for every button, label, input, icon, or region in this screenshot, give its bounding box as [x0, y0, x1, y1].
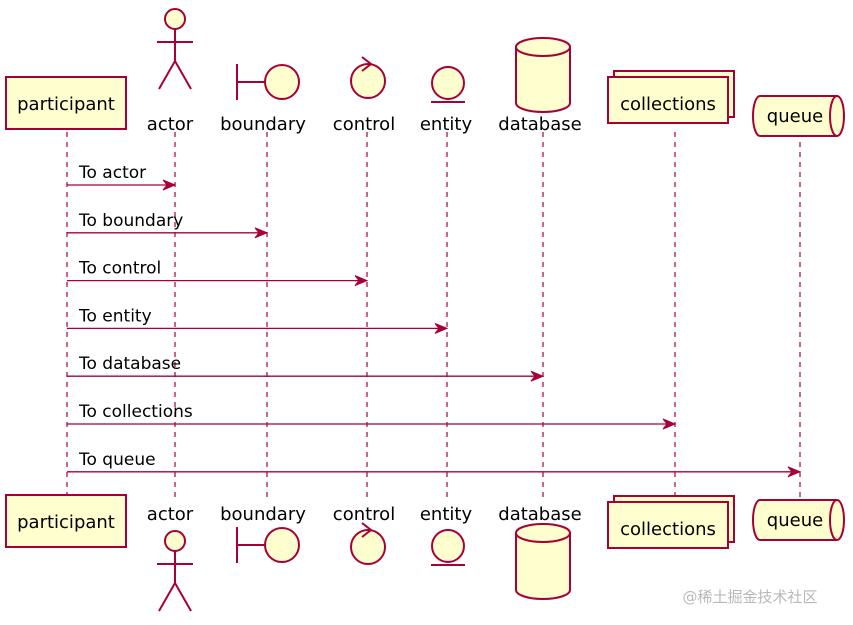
participant-entity-bottom[interactable]: entity	[420, 504, 473, 566]
participant-queue-top[interactable]: queue	[752, 95, 845, 137]
message-label: To entity	[78, 306, 152, 326]
message-queue: To queue	[67, 450, 802, 478]
participant-database-top[interactable]: database	[498, 37, 582, 135]
collections-icon	[607, 495, 735, 549]
message-label: To collections	[78, 402, 193, 422]
participant-collections-top[interactable]: collections	[607, 70, 735, 124]
participant-heads-bottom: participant actor boundary control entity dat…	[5, 494, 845, 612]
message-label: To queue	[78, 450, 156, 470]
message-collections: To collections	[67, 402, 677, 430]
database-label: database	[498, 114, 581, 135]
control-icon	[350, 56, 386, 99]
participant-collections-bottom[interactable]: collections	[607, 495, 735, 549]
database-icon	[515, 523, 571, 600]
actor-label: actor	[147, 114, 194, 135]
participant-heads-top: participant actor boundary control entity dat…	[5, 8, 845, 137]
control-label: control	[333, 504, 395, 525]
database-icon	[515, 37, 571, 113]
queue-icon	[752, 499, 845, 541]
boundary-icon	[236, 527, 300, 563]
watermark-text: @稀土掘金技术社区	[682, 588, 817, 606]
message-control: To control	[67, 259, 369, 287]
actor-icon	[157, 530, 193, 612]
boundary-icon	[236, 64, 300, 100]
participant-control-top[interactable]: control	[333, 56, 395, 135]
participant-actor-top[interactable]: actor	[147, 8, 194, 135]
message-database: To database	[67, 354, 545, 382]
queue-icon	[752, 95, 845, 137]
message-arrow-head	[354, 275, 369, 287]
queue-label: queue	[767, 510, 823, 531]
control-label: control	[333, 114, 395, 135]
message-arrow-head	[162, 179, 177, 191]
collections-icon	[607, 70, 735, 124]
participant-box	[5, 494, 127, 548]
entity-label: entity	[420, 504, 473, 525]
message-entity: To entity	[67, 306, 449, 334]
participant-box	[5, 76, 127, 130]
actor-icon	[157, 8, 193, 90]
database-label: database	[498, 504, 581, 525]
message-label: To database	[78, 354, 181, 374]
control-icon	[350, 522, 386, 565]
participant-participant-bottom[interactable]: participant	[5, 494, 127, 548]
participant-control-bottom[interactable]: control	[333, 504, 395, 565]
actor-label: actor	[147, 504, 194, 525]
message-arrow-head	[787, 466, 802, 478]
message-arrow-head	[662, 418, 677, 430]
queue-label: queue	[767, 106, 823, 127]
entity-icon	[431, 66, 465, 103]
message-label: To actor	[78, 163, 146, 183]
participant-actor-bottom[interactable]: actor	[147, 504, 194, 612]
participant-label: participant	[17, 94, 115, 115]
message-boundary: To boundary	[67, 211, 269, 239]
message-arrow-head	[530, 370, 545, 382]
participant-queue-bottom[interactable]: queue	[752, 499, 845, 541]
entity-label: entity	[420, 114, 473, 135]
message-label: To boundary	[78, 211, 183, 231]
collections-label: collections	[620, 94, 716, 115]
lifelines	[66, 132, 801, 497]
message-label: To control	[78, 259, 161, 279]
boundary-label: boundary	[220, 504, 306, 525]
message-actor: To actor	[67, 163, 177, 191]
message-arrow-head	[254, 227, 269, 239]
messages: To actor To boundary To control To entityTo…	[67, 163, 802, 478]
participant-entity-top[interactable]: entity	[420, 66, 473, 135]
participant-participant-top[interactable]: participant	[5, 76, 127, 130]
participant-boundary-top[interactable]: boundary	[220, 64, 306, 135]
collections-label: collections	[620, 519, 716, 540]
participant-label: participant	[17, 512, 115, 533]
message-arrow-head	[434, 322, 449, 334]
boundary-label: boundary	[220, 114, 306, 135]
entity-icon	[431, 529, 465, 566]
participant-database-bottom[interactable]: database	[498, 504, 582, 600]
participant-boundary-bottom[interactable]: boundary	[220, 504, 306, 563]
